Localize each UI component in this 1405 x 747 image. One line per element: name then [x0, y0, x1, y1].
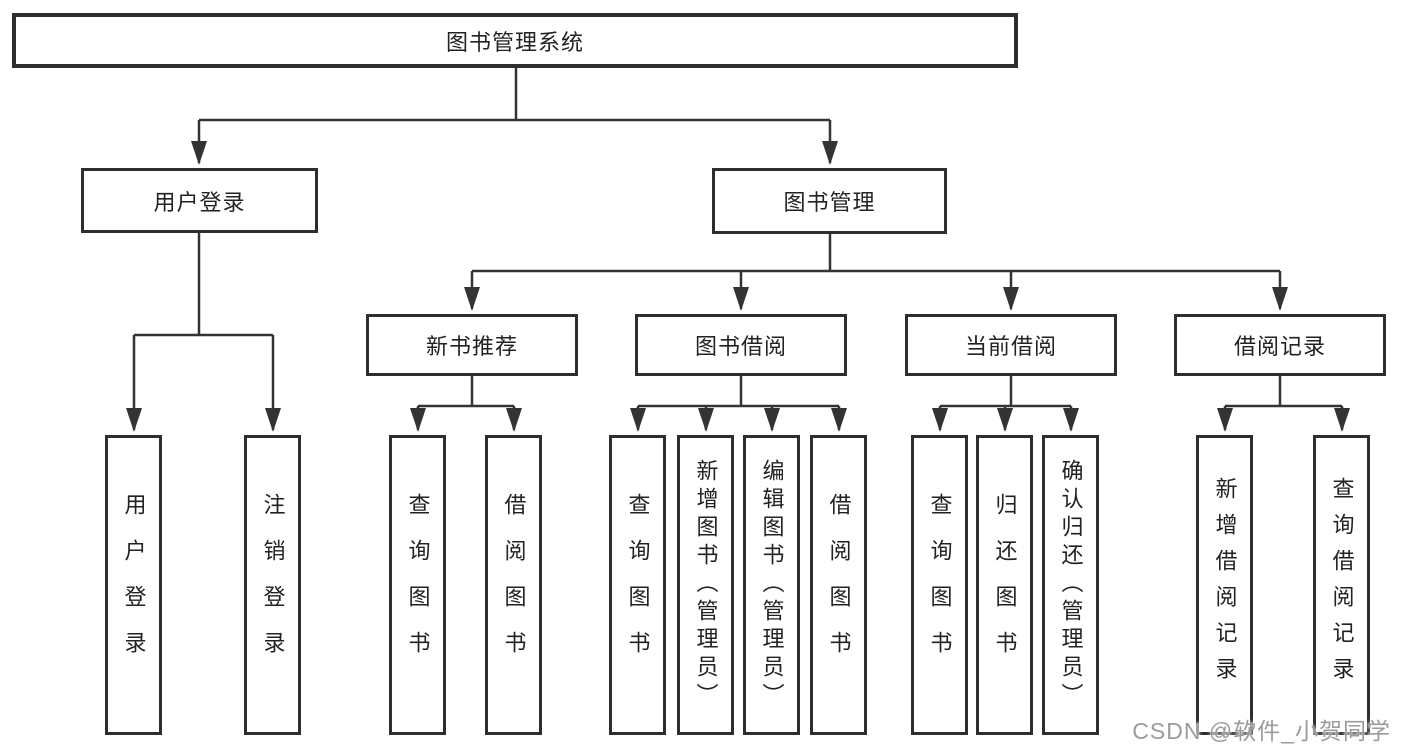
leaf-add-books-admin: 新增图书（管理员）: [677, 435, 734, 735]
node-book-management-label: 图书管理: [783, 190, 876, 215]
node-new-book-recommendation: 新书推荐: [366, 314, 578, 376]
leaf-query-books-recommend: 查询图书: [389, 435, 446, 735]
node-book-borrowing: 图书借阅: [635, 314, 847, 376]
leaf-confirm-return-admin-label: 确认归还（管理员）: [1058, 459, 1084, 711]
leaf-query-borrow-record: 查询借阅记录: [1313, 435, 1370, 735]
leaf-query-borrow-record-label: 查询借阅记录: [1329, 477, 1355, 693]
leaf-add-borrow-record-label: 新增借阅记录: [1212, 477, 1238, 693]
leaf-return-books: 归还图书: [976, 435, 1033, 735]
node-root: 图书管理系统: [12, 13, 1018, 68]
leaf-query-books-current-label: 查询图书: [927, 493, 953, 677]
node-current-borrowing: 当前借阅: [905, 314, 1117, 376]
leaf-user-login: 用户登录: [105, 435, 162, 735]
leaf-borrow-books-borrowing: 借阅图书: [810, 435, 867, 735]
leaf-add-books-admin-label: 新增图书（管理员）: [693, 459, 719, 711]
leaf-query-books-borrowing-label: 查询图书: [625, 493, 651, 677]
node-current-borrowing-label: 当前借阅: [964, 334, 1057, 359]
leaf-borrow-books-recommend-label: 借阅图书: [501, 493, 527, 677]
leaf-logout: 注销登录: [244, 435, 301, 735]
node-new-book-recommendation-label: 新书推荐: [425, 334, 518, 359]
node-borrowing-records: 借阅记录: [1174, 314, 1386, 376]
node-borrowing-records-label: 借阅记录: [1233, 334, 1326, 359]
node-user-login-label: 用户登录: [153, 189, 246, 215]
leaf-edit-books-admin: 编辑图书（管理员）: [743, 435, 800, 735]
leaf-confirm-return-admin: 确认归还（管理员）: [1042, 435, 1099, 735]
leaf-query-books-current: 查询图书: [911, 435, 968, 735]
node-book-borrowing-label: 图书借阅: [694, 334, 787, 359]
node-user-login: 用户登录: [81, 168, 318, 233]
node-root-label: 图书管理系统: [445, 29, 584, 55]
watermark: CSDN @软件_小贺同学: [1132, 718, 1391, 744]
leaf-query-books-recommend-label: 查询图书: [405, 493, 431, 677]
leaf-borrow-books-recommend: 借阅图书: [485, 435, 542, 735]
leaf-user-login-label: 用户登录: [121, 493, 147, 677]
node-book-management: 图书管理: [712, 168, 947, 234]
leaf-edit-books-admin-label: 编辑图书（管理员）: [759, 459, 785, 711]
leaf-borrow-books-borrowing-label: 借阅图书: [826, 493, 852, 677]
leaf-query-books-borrowing: 查询图书: [609, 435, 666, 735]
leaf-add-borrow-record: 新增借阅记录: [1196, 435, 1253, 735]
leaf-return-books-label: 归还图书: [992, 493, 1018, 677]
leaf-logout-label: 注销登录: [260, 493, 286, 677]
